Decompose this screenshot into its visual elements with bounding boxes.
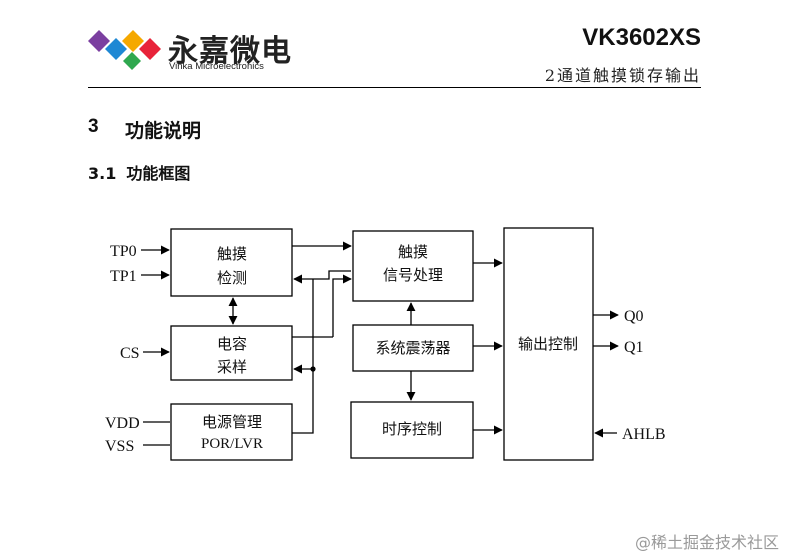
block-touch-detect — [170, 228, 293, 297]
cap-sample-label-1: 电容 — [217, 335, 247, 353]
signal-proc-label-1: 触摸 — [398, 243, 428, 261]
part-number: VK3602XS — [582, 24, 701, 51]
brand-name-cn: 永嘉微电 — [168, 34, 292, 69]
oscillator-label: 系统震荡器 — [375, 339, 450, 357]
power-feed-line — [292, 369, 314, 434]
subsection-number: 3.1 — [88, 164, 117, 183]
block-cap-sample — [170, 325, 293, 381]
pin-q1: Q1 — [624, 339, 644, 356]
block-signal-proc — [352, 230, 474, 302]
touch-detect-label-1: 触摸 — [217, 245, 247, 263]
output-ctrl-label: 输出控制 — [518, 335, 578, 353]
pin-tp0: TP0 — [110, 243, 137, 260]
cap-sample-label-2: 采样 — [217, 358, 247, 376]
signal-feedback-line — [293, 270, 351, 284]
pin-q0: Q0 — [624, 308, 644, 325]
section-title: 功能说明 — [125, 120, 202, 142]
section-number: 3 — [88, 116, 99, 137]
pin-ahlb: AHLB — [622, 426, 666, 443]
block-output-ctrl — [503, 227, 594, 461]
vinka-logo-icon — [88, 30, 161, 70]
product-subtitle: 2通道触摸锁存输出 — [544, 66, 701, 85]
power-label-1: 电源管理 — [202, 413, 262, 431]
pin-cs: CS — [120, 345, 140, 362]
touch-detect-label-2: 检测 — [217, 269, 247, 287]
brand-name-en: Vinka Microelectronics — [169, 61, 264, 72]
header-divider — [88, 87, 701, 88]
signal-proc-label-2: 信号处理 — [383, 266, 443, 284]
timing-label: 时序控制 — [382, 420, 442, 438]
pin-vss: VSS — [105, 438, 134, 455]
subsection-title: 功能框图 — [126, 164, 191, 183]
watermark-text: @稀土掘金技术社区 — [634, 533, 779, 552]
junction-dot — [310, 366, 316, 372]
block-oscillator — [352, 324, 474, 372]
block-power — [170, 403, 293, 461]
pin-tp1: TP1 — [110, 268, 137, 285]
bus-to-signal — [332, 274, 352, 337]
pin-vdd: VDD — [105, 415, 140, 432]
subsection-heading: 3.1 功能框图 — [88, 160, 190, 184]
power-label-2: POR/LVR — [201, 436, 263, 452]
